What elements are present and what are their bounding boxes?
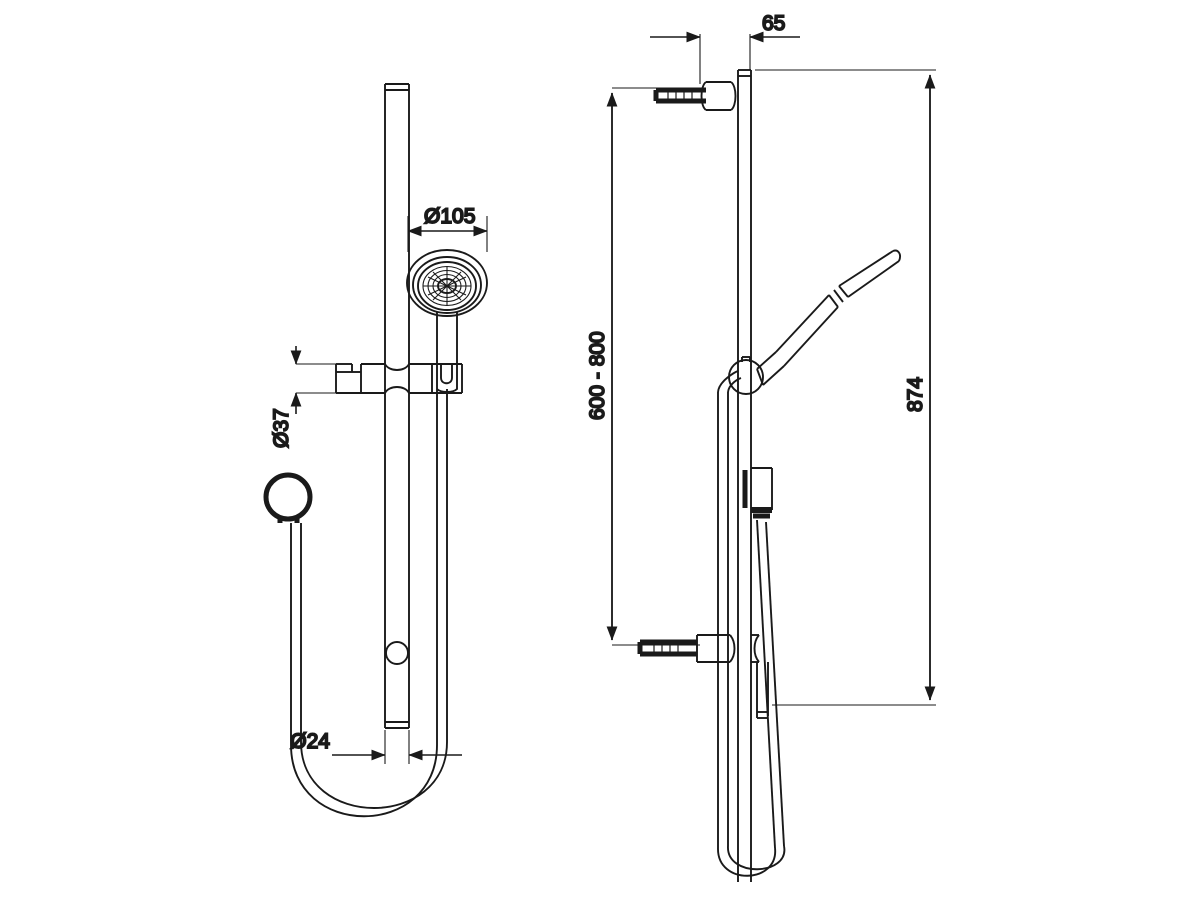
dimension-label-bracket-centres: 600 - 800 (586, 331, 609, 420)
shower-hose (290, 389, 448, 818)
dimension-label-projection-65: 65 (762, 12, 785, 35)
slide-rail-tube (384, 83, 410, 729)
hose-wall-connector (263, 472, 313, 523)
slide-rail-tube-side (737, 69, 752, 882)
dimension-label-diameter-24: Ø24 (290, 730, 330, 753)
front-elevation-view: Ø105 Ø37 Ø24 (263, 83, 488, 818)
dimension-label-diameter-105: Ø105 (424, 205, 475, 228)
dimension-bracket-diameter: Ø37 (269, 346, 336, 449)
dimension-shower-head-diameter: Ø105 (407, 204, 488, 252)
side-elevation-view: 65 600 - 800 874 (585, 11, 936, 882)
lower-wall-bracket (637, 634, 769, 719)
upper-wall-bracket (653, 81, 737, 111)
dimension-bracket-centres: 600 - 800 (585, 87, 704, 646)
shower-handset-handle (436, 312, 458, 393)
shower-handset-head (406, 249, 488, 317)
rail-lower-fixing-screw (385, 641, 409, 665)
shower-hose-side (717, 370, 786, 877)
dimension-projection-65: 65 (650, 11, 800, 84)
slide-bracket-pivot (728, 356, 764, 395)
dimension-label-overall-height: 874 (904, 377, 927, 412)
dimension-overall-height: 874 (755, 69, 936, 706)
dimension-label-diameter-37: Ø37 (270, 408, 293, 448)
rail-slide-bracket (335, 363, 463, 394)
shower-handset-side (756, 249, 901, 386)
handset-holder-block (742, 467, 773, 519)
dimension-rail-diameter: Ø24 (289, 729, 462, 764)
